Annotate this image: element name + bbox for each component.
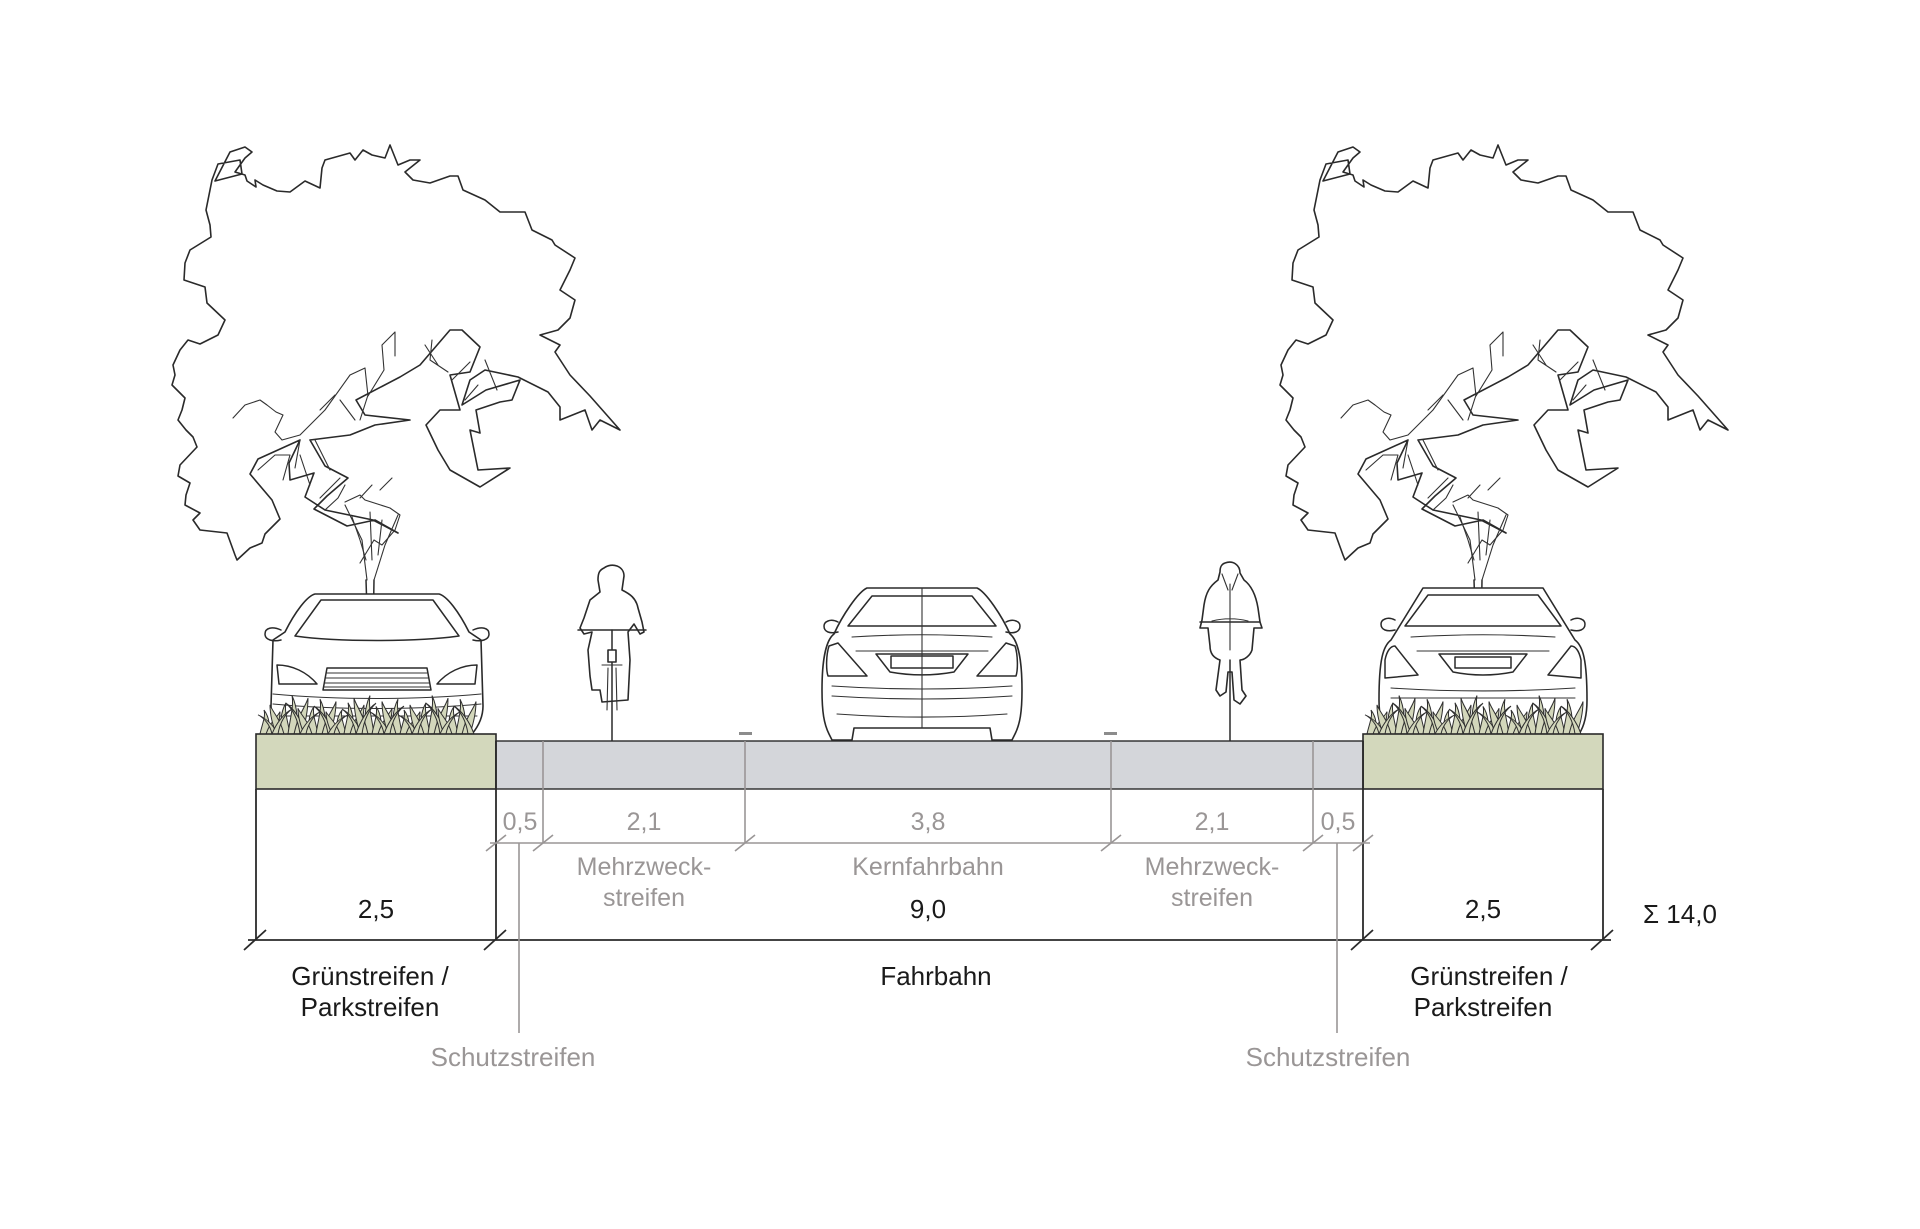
width-label-schutz-left: 0,5 bbox=[503, 808, 538, 836]
lane-marking-right bbox=[1104, 732, 1117, 735]
name-green-right-line2: Parkstreifen bbox=[1414, 992, 1553, 1022]
name-mehrzweck-left-line1: Mehrzweck- bbox=[577, 853, 712, 881]
roadway-surface bbox=[495, 740, 1364, 790]
sub-dimension-line bbox=[485, 834, 1374, 1033]
name-green-left-line1: Grünstreifen / bbox=[291, 961, 449, 991]
name-mehrzweck-right-line2: streifen bbox=[1171, 884, 1253, 912]
green-strip-left bbox=[255, 733, 497, 790]
width-label-mehrzweck-left: 2,1 bbox=[627, 808, 662, 836]
total-width-label: Σ 14,0 bbox=[1643, 899, 1717, 929]
car-rear-kernfahrbahn bbox=[821, 587, 1023, 741]
lane-marking-left bbox=[739, 732, 752, 735]
cyclist-left-front bbox=[577, 564, 647, 742]
parked-car-right-rear bbox=[1378, 587, 1588, 735]
name-kernfahrbahn: Kernfahrbahn bbox=[852, 853, 1004, 881]
width-label-mehrzweck-right: 2,1 bbox=[1195, 808, 1230, 836]
main-dimension-frame bbox=[243, 741, 1614, 951]
name-green-left-line2: Parkstreifen bbox=[301, 992, 440, 1022]
callout-schutzstreifen-left: Schutzstreifen bbox=[431, 1042, 596, 1072]
name-green-right-line1: Grünstreifen / bbox=[1410, 961, 1568, 991]
name-mehrzweck-left-line2: streifen bbox=[603, 884, 685, 912]
width-label-green-right: 2,5 bbox=[1465, 894, 1501, 924]
width-label-kern: 3,8 bbox=[911, 808, 946, 836]
cyclist-right-rear bbox=[1199, 561, 1263, 742]
width-label-green-left: 2,5 bbox=[358, 894, 394, 924]
green-strip-right bbox=[1362, 733, 1604, 790]
name-mehrzweck-right-line1: Mehrzweck- bbox=[1145, 853, 1280, 881]
callout-schutzstreifen-right: Schutzstreifen bbox=[1246, 1042, 1411, 1072]
lane-dividers bbox=[542, 741, 1314, 843]
width-label-fahrbahn: 9,0 bbox=[910, 894, 946, 924]
name-fahrbahn: Fahrbahn bbox=[880, 961, 991, 991]
width-label-schutz-right: 0,5 bbox=[1321, 808, 1356, 836]
